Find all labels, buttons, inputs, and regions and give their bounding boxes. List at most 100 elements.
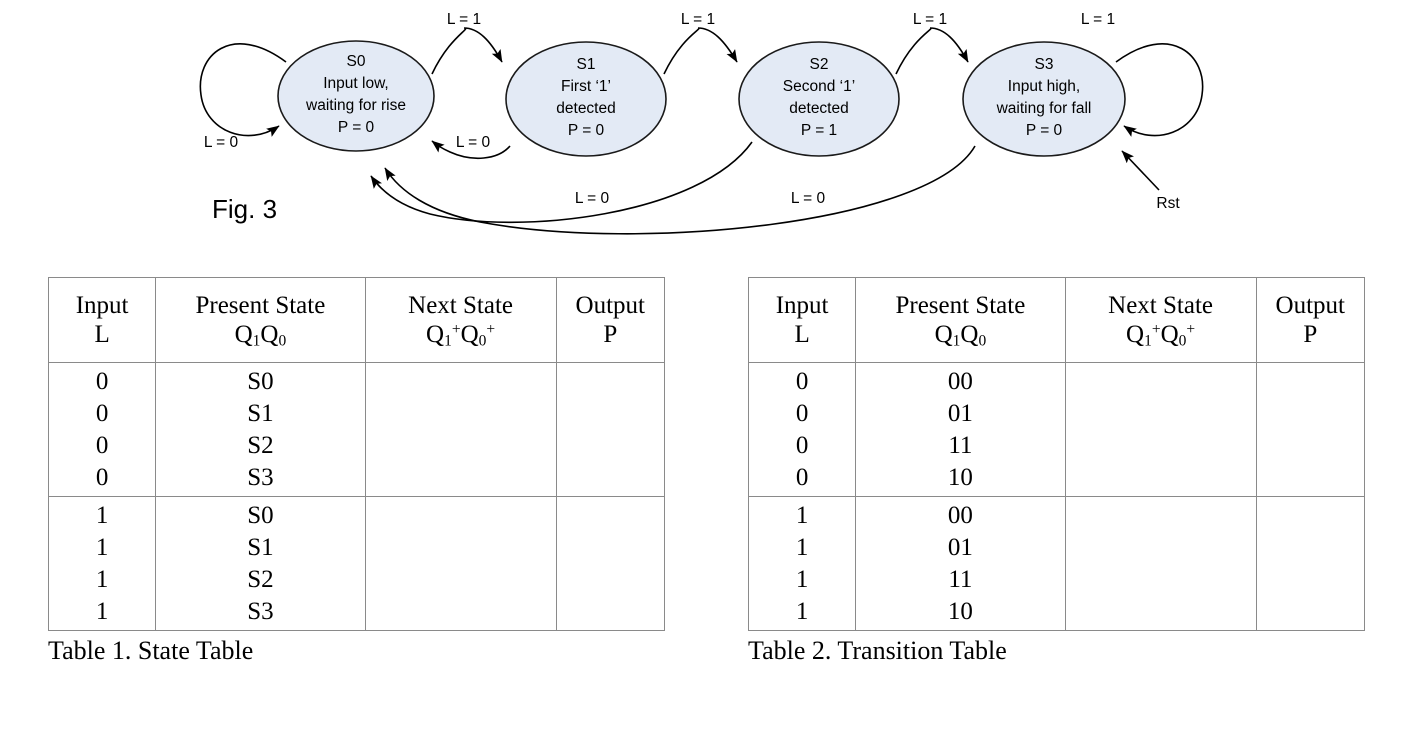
transition-label-s3-self: L = 1 (1081, 11, 1115, 28)
state-s1-name: S1 (577, 56, 596, 73)
value-input: 1 (95, 502, 109, 529)
value-present-state: S1 (247, 400, 274, 427)
state-s2-line2: Second ‘1’ (783, 78, 855, 95)
cell-present-state-group0: S0 S1 S2 S3 (155, 362, 366, 497)
header-output: Output P (555, 277, 666, 363)
table-row: 1 1 1 1 00 01 11 10 (747, 496, 1366, 631)
state-s0-name: S0 (347, 53, 366, 70)
state-s1-line4: P = 0 (568, 122, 605, 139)
cell-input-group1: 1 1 1 1 (47, 496, 157, 631)
value-present-state: 01 (947, 534, 973, 561)
value-input: 0 (95, 368, 109, 395)
state-s0-line4: P = 0 (338, 119, 375, 136)
transition-label-s2-s3: L = 1 (913, 11, 947, 28)
transition-label-s1-s0: L = 0 (456, 134, 491, 151)
transition-label-s0-self: L = 0 (204, 134, 239, 151)
state-s2-line3: detected (789, 100, 848, 117)
cell-output-group0[interactable] (1255, 362, 1366, 497)
state-s3-line2: Input high, (1008, 78, 1080, 95)
value-present-state: 00 (947, 368, 973, 395)
value-present-state: 00 (947, 502, 973, 529)
cell-input-group1: 1 1 1 1 (747, 496, 857, 631)
transition-label-s0-s1: L = 1 (447, 11, 481, 28)
cell-next-state-group1[interactable] (1064, 496, 1257, 631)
state-table: Input L Present State Q1Q0 Next State Q1… (47, 277, 666, 631)
header-next-state: Next State Q1+Q0+ (364, 277, 557, 363)
cell-present-state-group1: S0 S1 S2 S3 (155, 496, 366, 631)
state-ellipse-s3[interactable] (962, 41, 1126, 157)
state-ellipse-s0[interactable] (277, 40, 435, 152)
value-present-state: 01 (947, 400, 973, 427)
table-row: 0 0 0 0 00 01 11 10 (747, 362, 1366, 497)
figure-caption: Fig. 3 (212, 194, 277, 224)
header-next-state-line1: Next State (408, 292, 513, 319)
transition-s3-self: L = 1 (1081, 11, 1204, 137)
transition-s1-s0: L = 0 (431, 134, 511, 160)
cell-next-state-group0[interactable] (1064, 362, 1257, 497)
value-input: 0 (795, 432, 809, 459)
header-output-line2: P (1303, 321, 1318, 348)
value-present-state: 10 (947, 598, 973, 625)
transition-s0-self: L = 0 (199, 43, 287, 151)
transition-table: Input L Present State Q1Q0 Next State Q1… (747, 277, 1366, 631)
state-s3-line4: P = 0 (1026, 122, 1063, 139)
state-table-caption: Table 1. State Table (48, 636, 254, 665)
state-s0-line3: waiting for rise (305, 97, 406, 114)
value-input: 1 (95, 534, 109, 561)
state-node-s0[interactable]: S0 Input low, waiting for rise P = 0 (277, 40, 435, 152)
state-node-s3[interactable]: S3 Input high, waiting for fall P = 0 (962, 41, 1126, 157)
header-output: Output P (1255, 277, 1366, 363)
state-node-s1[interactable]: S1 First ‘1’ detected P = 0 (505, 41, 667, 157)
state-ellipse-s1[interactable] (505, 41, 667, 157)
transition-table-head: Input L Present State Q1Q0 Next State Q1… (747, 277, 1366, 363)
header-next-state-line2: Q1+Q0+ (426, 320, 496, 350)
cell-output-group0[interactable] (555, 362, 666, 497)
state-ellipse-s2[interactable] (738, 41, 900, 157)
cell-output-group1[interactable] (555, 496, 666, 631)
value-input: 0 (95, 464, 109, 491)
value-input: 1 (795, 598, 809, 625)
value-input: 0 (795, 464, 809, 491)
state-s3-line3: waiting for fall (996, 100, 1092, 117)
header-present-state-line1: Present State (895, 292, 1026, 319)
value-present-state: S1 (247, 534, 274, 561)
transition-table-block: Input L Present State Q1Q0 Next State Q1… (747, 277, 1366, 666)
value-input: 1 (95, 598, 109, 625)
cell-present-state-group0: 00 01 11 10 (855, 362, 1066, 497)
table-header-row: Input L Present State Q1Q0 Next State Q1… (747, 277, 1366, 363)
state-diagram-canvas: L = 0 L = 1 L = 0 L = 1 L = 0 L = 1 (199, 11, 1204, 235)
header-next-state-line1: Next State (1108, 292, 1213, 319)
transition-s1-s2: L = 1 (663, 11, 738, 75)
value-input: 0 (795, 368, 809, 395)
cell-next-state-group0[interactable] (364, 362, 557, 497)
value-present-state: S2 (247, 566, 274, 593)
cell-present-state-group1: 00 01 11 10 (855, 496, 1066, 631)
state-s0-line2: Input low, (323, 75, 389, 92)
value-input: 1 (95, 566, 109, 593)
state-node-s2[interactable]: S2 Second ‘1’ detected P = 1 (738, 41, 900, 157)
state-diagram: L = 0 L = 1 L = 0 L = 1 L = 0 L = 1 (0, 0, 1417, 260)
cell-input-group0: 0 0 0 0 (47, 362, 157, 497)
header-input-line2: L (794, 321, 810, 348)
state-s2-line4: P = 1 (801, 122, 837, 139)
value-input: 0 (795, 400, 809, 427)
state-s3-name: S3 (1035, 56, 1054, 73)
state-s1-line2: First ‘1’ (561, 78, 611, 95)
table-row: 1 1 1 1 S0 S1 S2 S3 (47, 496, 666, 631)
value-present-state: 11 (948, 432, 973, 459)
value-present-state: S3 (247, 464, 274, 491)
reset-arrow: Rst (1121, 150, 1180, 212)
value-present-state: S2 (247, 432, 274, 459)
cell-next-state-group1[interactable] (364, 496, 557, 631)
transition-label-s1-s2: L = 1 (681, 11, 715, 28)
cell-output-group1[interactable] (1255, 496, 1366, 631)
value-present-state: 10 (947, 464, 973, 491)
header-input-line1: Input (75, 292, 129, 319)
state-s2-name: S2 (810, 56, 829, 73)
header-input: Input L (747, 277, 857, 363)
table-row: 0 0 0 0 S0 S1 S2 S3 (47, 362, 666, 497)
header-output-line1: Output (575, 292, 645, 319)
value-input: 1 (795, 502, 809, 529)
transition-s2-s3: L = 1 (895, 11, 969, 75)
cell-input-group0: 0 0 0 0 (747, 362, 857, 497)
